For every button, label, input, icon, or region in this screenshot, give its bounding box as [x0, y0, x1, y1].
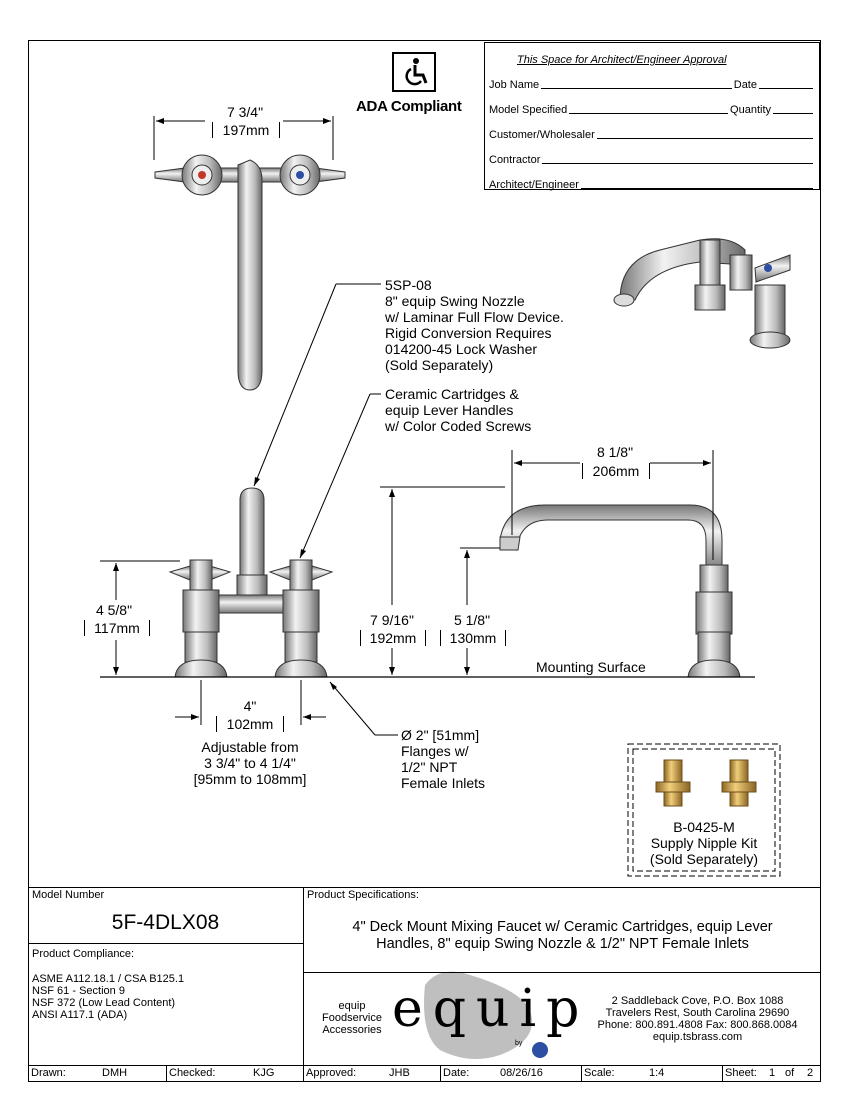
- height-dim-in: 4 5/8": [95, 602, 133, 618]
- brand-side-line: Accessories: [322, 1024, 382, 1036]
- sheet-value: 1: [769, 1067, 776, 1079]
- top-view-faucet: [154, 154, 346, 391]
- nozzle-note-line: (Sold Separately): [385, 357, 494, 373]
- nipple-kit-line: (Sold Separately): [649, 851, 759, 867]
- sheet-of: of: [785, 1067, 795, 1079]
- approval-box: This Space for Architect/Engineer Approv…: [484, 42, 820, 191]
- compliance-label: Product Compliance:: [32, 948, 135, 960]
- tands-logo-icon: [532, 1042, 548, 1058]
- date-value: 08/26/16: [500, 1067, 543, 1079]
- spout-height-mm: 130mm: [440, 630, 506, 646]
- title-block: Model Number 5F-4DLX08 Product Complianc…: [28, 887, 821, 1082]
- address-line: Phone: 800.891.4808 Fax: 800.868.0084: [597, 1019, 798, 1031]
- ada-label: ADA Compliant: [356, 98, 462, 115]
- date-label: Date: [733, 79, 757, 91]
- flange-note-line: 1/2" NPT: [401, 759, 458, 775]
- logo-swirl: [424, 971, 532, 1059]
- contractor-label: Contractor: [489, 154, 541, 166]
- approval-heading: This Space for Architect/Engineer Approv…: [517, 54, 727, 66]
- top-dim-mm: 197mm: [212, 122, 280, 138]
- nipple-kit-note: B-0425-M Supply Nipple Kit (Sold Separat…: [634, 819, 774, 867]
- flange-note-line: Ø 2" [51mm]: [401, 727, 480, 743]
- adjust-note-line: Adjustable from: [201, 739, 299, 755]
- supply-nipple-graphic: [655, 759, 757, 807]
- nipple-kit-line: B-0425-M: [673, 819, 735, 835]
- spread-in: 4": [243, 698, 257, 714]
- front-view-faucet: [168, 487, 334, 678]
- model-number-value: 5F-4DLX08: [111, 911, 220, 934]
- compliance-item: ANSI A117.1 (ADA): [32, 1009, 128, 1021]
- adjust-note-line: [95mm to 108mm]: [193, 771, 307, 787]
- approved-label: Approved:: [306, 1067, 357, 1079]
- address-line: equip.tsbrass.com: [652, 1031, 743, 1043]
- address-line: Travelers Rest, South Carolina 29690: [605, 1007, 790, 1019]
- customer-label: Customer/Wholesaler: [489, 129, 595, 141]
- wheelchair-icon: [392, 52, 436, 92]
- company-address: 2 Saddleback Cove, P.O. Box 1088 Travele…: [576, 995, 819, 1043]
- drawn-label: Drawn:: [31, 1067, 66, 1079]
- cartridge-note: Ceramic Cartridges & equip Lever Handles…: [385, 386, 531, 434]
- nozzle-note-line: 014200-45 Lock Washer: [385, 341, 538, 357]
- perspective-faucet: [613, 238, 791, 349]
- model-number-label: Model Number: [32, 889, 105, 901]
- nozzle-note-line: w/ Laminar Full Flow Device.: [385, 309, 564, 325]
- specs-line: 4" Deck Mount Mixing Faucet w/ Ceramic C…: [352, 919, 773, 935]
- sheet-label: Sheet:: [725, 1067, 757, 1079]
- date-label-block: Date:: [443, 1067, 470, 1079]
- cartridge-note-line: w/ Color Coded Screws: [385, 418, 532, 434]
- quantity-label: Quantity: [730, 104, 771, 116]
- sheet-total: 2: [807, 1067, 814, 1079]
- nipple-kit-line: Supply Nipple Kit: [650, 835, 758, 851]
- nozzle-note: 5SP-08 8" equip Swing Nozzle w/ Laminar …: [385, 277, 564, 373]
- specs-label: Product Specifications:: [307, 889, 419, 901]
- spout-height-in: 5 1/8": [453, 612, 491, 628]
- cartridge-note-line: equip Lever Handles: [385, 402, 514, 418]
- total-height-mm: 192mm: [360, 630, 426, 646]
- top-view-dimension: [153, 116, 334, 160]
- compliance-item: ASME A112.18.1 / CSA B125.1: [32, 973, 185, 985]
- top-dim-in: 7 3/4": [226, 104, 264, 120]
- compliance-item: NSF 372 (Low Lead Content): [32, 997, 176, 1009]
- address-line: 2 Saddleback Cove, P.O. Box 1088: [611, 995, 784, 1007]
- brand-side: equip Foodservice Accessories: [312, 1000, 392, 1036]
- cartridge-note-line: Ceramic Cartridges &: [385, 386, 519, 402]
- model-specified-label: Model Specified: [489, 104, 568, 116]
- drawing-border: [28, 40, 821, 1082]
- total-height-in: 7 9/16": [370, 612, 414, 628]
- flange-note-line: Female Inlets: [401, 775, 486, 791]
- architect-label: Architect/Engineer: [489, 179, 579, 191]
- checked-value: KJG: [253, 1067, 275, 1079]
- side-view-faucet: [499, 504, 741, 678]
- brand-side-line: equip: [338, 1000, 366, 1012]
- adjust-note: Adjustable from 3 3/4" to 4 1/4" [95mm t…: [170, 739, 330, 787]
- specs-line: Handles, 8" equip Swing Nozzle & 1/2" NP…: [376, 936, 749, 952]
- reach-mm: 206mm: [582, 463, 650, 479]
- brand-side-line: Foodservice: [322, 1012, 382, 1024]
- checked-label: Checked:: [169, 1067, 216, 1079]
- compliance-list: ASME A112.18.1 / CSA B125.1 NSF 61 - Sec…: [32, 973, 184, 1021]
- mounting-surface-label: Mounting Surface: [536, 659, 646, 675]
- specs-text: 4" Deck Mount Mixing Faucet w/ Ceramic C…: [304, 919, 821, 953]
- flange-note: Ø 2" [51mm] Flanges w/ 1/2" NPT Female I…: [401, 727, 485, 791]
- height-dim-mm: 117mm: [84, 620, 150, 636]
- approved-value: JHB: [389, 1067, 410, 1079]
- reach-in: 8 1/8": [596, 444, 634, 460]
- adjust-note-line: 3 3/4" to 4 1/4": [204, 755, 296, 771]
- scale-value: 1:4: [649, 1067, 665, 1079]
- drawn-value: DMH: [102, 1067, 128, 1079]
- logo-by: by: [515, 1040, 523, 1047]
- compliance-item: NSF 61 - Section 9: [32, 985, 125, 997]
- flange-note-line: Flanges w/: [401, 743, 469, 759]
- job-name-label: Job Name: [489, 79, 540, 91]
- spread-mm: 102mm: [216, 716, 284, 732]
- equip-logo: equip: [392, 979, 590, 1039]
- nozzle-note-line: Rigid Conversion Requires: [385, 325, 552, 341]
- scale-label: Scale:: [584, 1067, 615, 1079]
- nozzle-note-line: 8" equip Swing Nozzle: [385, 293, 525, 309]
- nozzle-note-line: 5SP-08: [385, 277, 432, 293]
